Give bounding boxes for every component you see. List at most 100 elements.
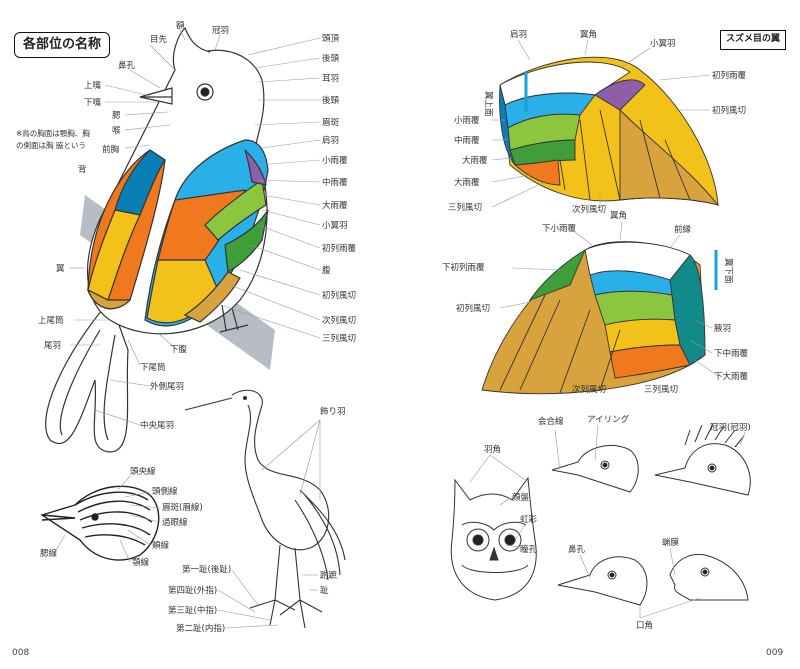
label-wing-angle: 翼角 (580, 29, 597, 40)
label-great-coverts-upper: 大雨覆 (454, 177, 480, 188)
upper-wing-labels: 肩羽 翼角 小翼羽 初列雨覆 初列風切 翼上面 小雨覆 中雨覆 大雨覆 大雨覆 … (448, 29, 747, 215)
label-primaries: 初列風切 (322, 290, 356, 301)
label-primaries-upper: 初列風切 (712, 105, 746, 116)
label-vent: 下腹 (170, 344, 188, 355)
label-iris: 虹彩 (520, 514, 538, 525)
label-facial-disk: 顔盤 (512, 492, 530, 503)
label-forehead: 額 (176, 20, 185, 31)
label-alula-upper: 小翼羽 (650, 38, 676, 49)
label-eye-stripe: 過眼線 (162, 517, 188, 528)
heron-labels: 飾り羽 跗蹠 趾 第一趾(後趾) 第四趾(外指) 第三趾(中指) 第二趾(内指) (168, 406, 346, 634)
small-head-top (551, 445, 639, 493)
heron-leaders (217, 419, 321, 629)
label-outer-toe: 第四趾(外指) (168, 585, 217, 596)
label-upper-side: 翼上面 (483, 91, 493, 117)
raptor-head (669, 553, 749, 601)
label-crest-feathers: 冠羽(冠羽) (710, 423, 751, 433)
label-axillaries: 腋羽 (714, 323, 731, 334)
page-title: 各部位の名称 (14, 32, 110, 58)
label-center-tail: 中央尾羽 (140, 420, 174, 431)
label-inner-toe: 第二趾(内指) (176, 623, 225, 634)
label-wing: 翼 (56, 264, 65, 274)
label-primary-cov: 初列雨覆 (322, 243, 357, 254)
label-greater-coverts-upper: 大雨覆 (462, 155, 488, 166)
label-eyebrow: 眉斑 (322, 117, 340, 128)
label-scapulars: 肩羽 (510, 29, 527, 40)
label-belly-side: 腹 (322, 265, 331, 276)
label-lateral-crown-stripe: 頭側線 (152, 486, 178, 497)
label-commissure: 会合線 (538, 416, 564, 427)
label-plumes: 飾り羽 (320, 406, 346, 417)
label-ear-tufts: 羽角 (484, 444, 501, 455)
heads-labels: 羽角 顔盤 虹彩 瞳孔 アイリング 会合線 冠羽(冠羽) 鼻孔 口角 蝋膜 (484, 414, 751, 631)
label-hind-toe: 第一趾(後趾) (182, 564, 231, 575)
head-stripes-illustration (40, 485, 160, 561)
label-throat: 喉 (112, 125, 121, 136)
label-upper-tail: 上尾筒 (38, 315, 64, 326)
label-shoulder: 肩羽 (322, 135, 339, 146)
label-middle-toe: 第三趾(中指) (168, 605, 217, 616)
label-pupil: 瞳孔 (520, 544, 538, 555)
chest-note: ※鳥の胸面は顎胸、胸の側面は胸 脇という (16, 129, 90, 150)
label-lesser-coverts-upper: 小雨覆 (454, 115, 480, 126)
label-tertials: 三列風切 (322, 333, 356, 344)
main-bird-labels: 目先 額 冠羽 鼻孔 上嘴 下嘴 腮 喉 前胸 背 頭頂 後頭 耳羽 後頸 眉斑… (38, 20, 357, 431)
label-leading-edge: 前縁 (674, 224, 692, 235)
label-eye: 目先 (150, 34, 168, 45)
owl-illustration (450, 476, 537, 601)
label-tail: 尾羽 (44, 341, 61, 351)
label-outer-tail: 外側尾羽 (150, 381, 184, 392)
label-breast: 前胸 (102, 144, 120, 155)
label-under-greater: 下大雨覆 (714, 371, 749, 382)
label-malar-stripe: 頬線 (152, 540, 170, 551)
label-under-median: 下中雨覆 (714, 348, 749, 359)
label-crest: 冠羽 (212, 26, 229, 36)
label-cere: 蝋膜 (662, 537, 680, 548)
main-bird-leaders (70, 29, 321, 426)
page-number-right: 009 (766, 648, 784, 658)
lower-wing-leaders (499, 221, 719, 391)
label-under-primary-cov: 下初列雨覆 (442, 262, 485, 273)
label-tertials-lower: 三列風切 (644, 384, 678, 395)
label-supercilium: 眉斑(眉線) (162, 502, 203, 513)
label-chin-stripe: 腮線 (40, 548, 58, 559)
label-chin: 腮 (112, 111, 121, 121)
label-tarsus: 跗蹠 (320, 570, 338, 581)
label-under-tail: 下尾筒 (140, 362, 166, 373)
label-lower-bill: 下嘴 (84, 97, 102, 108)
label-nape: 後頭 (322, 53, 340, 64)
label-secondaries-upper: 次列風切 (572, 204, 606, 215)
label-tertials-upper: 三列風切 (448, 202, 482, 213)
label-back: 背 (78, 164, 87, 175)
label-secondaries: 次列風切 (322, 315, 356, 326)
label-eye-ring-kana: アイリング (587, 414, 630, 425)
upper-wing-leaders (491, 39, 711, 208)
label-neck-back: 後頸 (322, 95, 340, 106)
label-ear: 耳羽 (322, 74, 339, 84)
label-median-crown-stripe: 頭央線 (130, 466, 156, 477)
upper-wing-illustration (499, 56, 720, 206)
label-wing-angle-lower: 翼角 (610, 210, 627, 221)
label-gape: 口角 (636, 620, 653, 631)
pigeon-head (557, 556, 648, 606)
wing-section-title: スズメ目の翼 (720, 30, 786, 50)
page-number-left: 008 (12, 648, 30, 658)
head-stripes-labels: 頭央線 頭側線 眉斑(眉線) 過眼線 頬線 顎線 腮線 (40, 466, 203, 568)
lower-wing-illustration (481, 241, 718, 395)
heron-illustration (184, 389, 346, 629)
label-nostril: 鼻孔 (118, 60, 136, 71)
label-toe: 趾 (320, 585, 329, 596)
head-stripes-leaders (54, 475, 161, 563)
label-primaries-lower: 初列風切 (456, 303, 490, 314)
heads-leaders (469, 424, 746, 619)
crested-head (654, 423, 751, 496)
label-lesser-cov: 小雨覆 (322, 155, 348, 166)
label-median-coverts-upper: 中雨覆 (454, 135, 480, 146)
lower-wing-labels: 下小雨覆 翼角 前縁 下初列雨覆 初列風切 翼下面 腋羽 下中雨覆 下大雨覆 次… (442, 210, 749, 395)
label-upper-bill: 上嘴 (84, 80, 102, 91)
label-alula: 小翼羽 (322, 220, 348, 231)
label-median-cov: 中雨覆 (322, 177, 348, 188)
label-nostril-right: 鼻孔 (568, 544, 586, 555)
